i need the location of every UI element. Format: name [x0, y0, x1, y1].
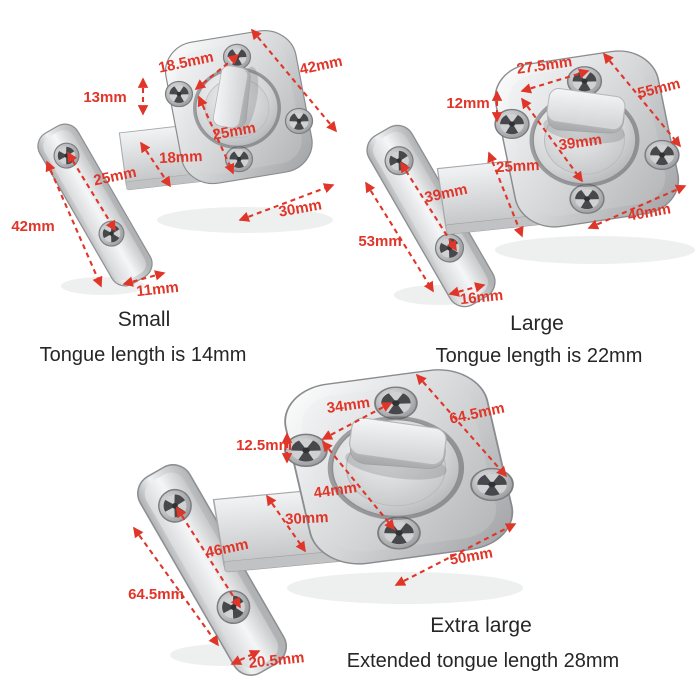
dim-label-keeper-width: 20.5mm — [248, 649, 305, 672]
dim-label-edge-offset: 12.5mm — [236, 437, 292, 454]
large-caption: Large — [510, 312, 564, 335]
dim-label-tongue-width: 30mm — [285, 509, 329, 528]
large-body-shadow — [495, 236, 695, 264]
dimension-arrow — [521, 97, 583, 183]
dim-label-keeper-length: 64.5mm — [128, 586, 184, 603]
dimension-arrow — [400, 161, 457, 252]
dimension-arrow — [45, 160, 103, 288]
dimension-arrow — [250, 28, 338, 133]
dim-label-plate-diag: 42mm — [298, 53, 344, 79]
latch-large-group: 27.5mm 55mm 12mm 39mm 25mm 40mm 39mm 53m… — [358, 46, 695, 367]
dim-label-screw-span: 44mm — [313, 479, 358, 502]
dimension-arrow — [122, 270, 166, 287]
dimension-arrow — [520, 68, 590, 94]
dim-label-edge-offset: 13mm — [83, 89, 126, 106]
dimension-arrow — [321, 402, 393, 440]
dimension-arrow — [602, 52, 682, 148]
dim-label-keeper-width: 11mm — [135, 279, 179, 300]
extra-large-tongue-note: Extended tongue length 28mm — [347, 650, 619, 672]
latch-extra-large-group: 34mm 64.5mm 12.5mm 44mm 30mm 50mm 46mm 6… — [128, 364, 619, 682]
small-caption: Small — [118, 308, 171, 331]
dim-label-tongue-width: 18mm — [159, 148, 203, 167]
dimension-arrow — [197, 95, 235, 175]
large-dimension-arrows — [365, 52, 687, 297]
dimension-arrow — [133, 526, 219, 647]
dim-label-top-hole-spacing: 34mm — [326, 394, 371, 417]
dimension-arrow — [266, 494, 306, 553]
dimension-arrow — [394, 523, 517, 586]
extra-large-caption: Extra large — [430, 614, 532, 637]
dim-label-keeper-length: 42mm — [11, 218, 54, 235]
dimension-arrow — [448, 282, 486, 297]
dim-label-tongue-width: 25mm — [496, 157, 540, 176]
large-tongue-note: Tongue length is 22mm — [436, 345, 643, 367]
dimension-arrow — [487, 151, 524, 238]
dimension-arrow — [230, 650, 261, 665]
small-dimension-arrows — [45, 28, 338, 288]
extra-large-body-shadow — [287, 572, 523, 604]
dimension-arrow — [415, 373, 508, 478]
small-tongue-note: Tongue length is 14mm — [40, 344, 247, 366]
dim-label-screw-span: 39mm — [558, 131, 603, 154]
dim-label-keeper-width: 16mm — [459, 287, 504, 308]
latch-small-group: 18.5mm 42mm 13mm 25mm 18mm 25mm 30mm 42m… — [11, 26, 344, 366]
dimension-arrow — [322, 440, 395, 531]
dimension-arrow — [238, 183, 335, 222]
dimension-arrow — [365, 181, 434, 293]
dim-label-edge-offset: 12mm — [446, 95, 489, 112]
small-dimension-labels: 18.5mm 42mm 13mm 25mm 18mm 25mm 30mm 42m… — [11, 48, 344, 300]
dimension-arrow — [194, 54, 240, 90]
dim-label-keeper-length: 53mm — [358, 233, 401, 250]
extra-large-dimension-arrows — [133, 373, 517, 665]
